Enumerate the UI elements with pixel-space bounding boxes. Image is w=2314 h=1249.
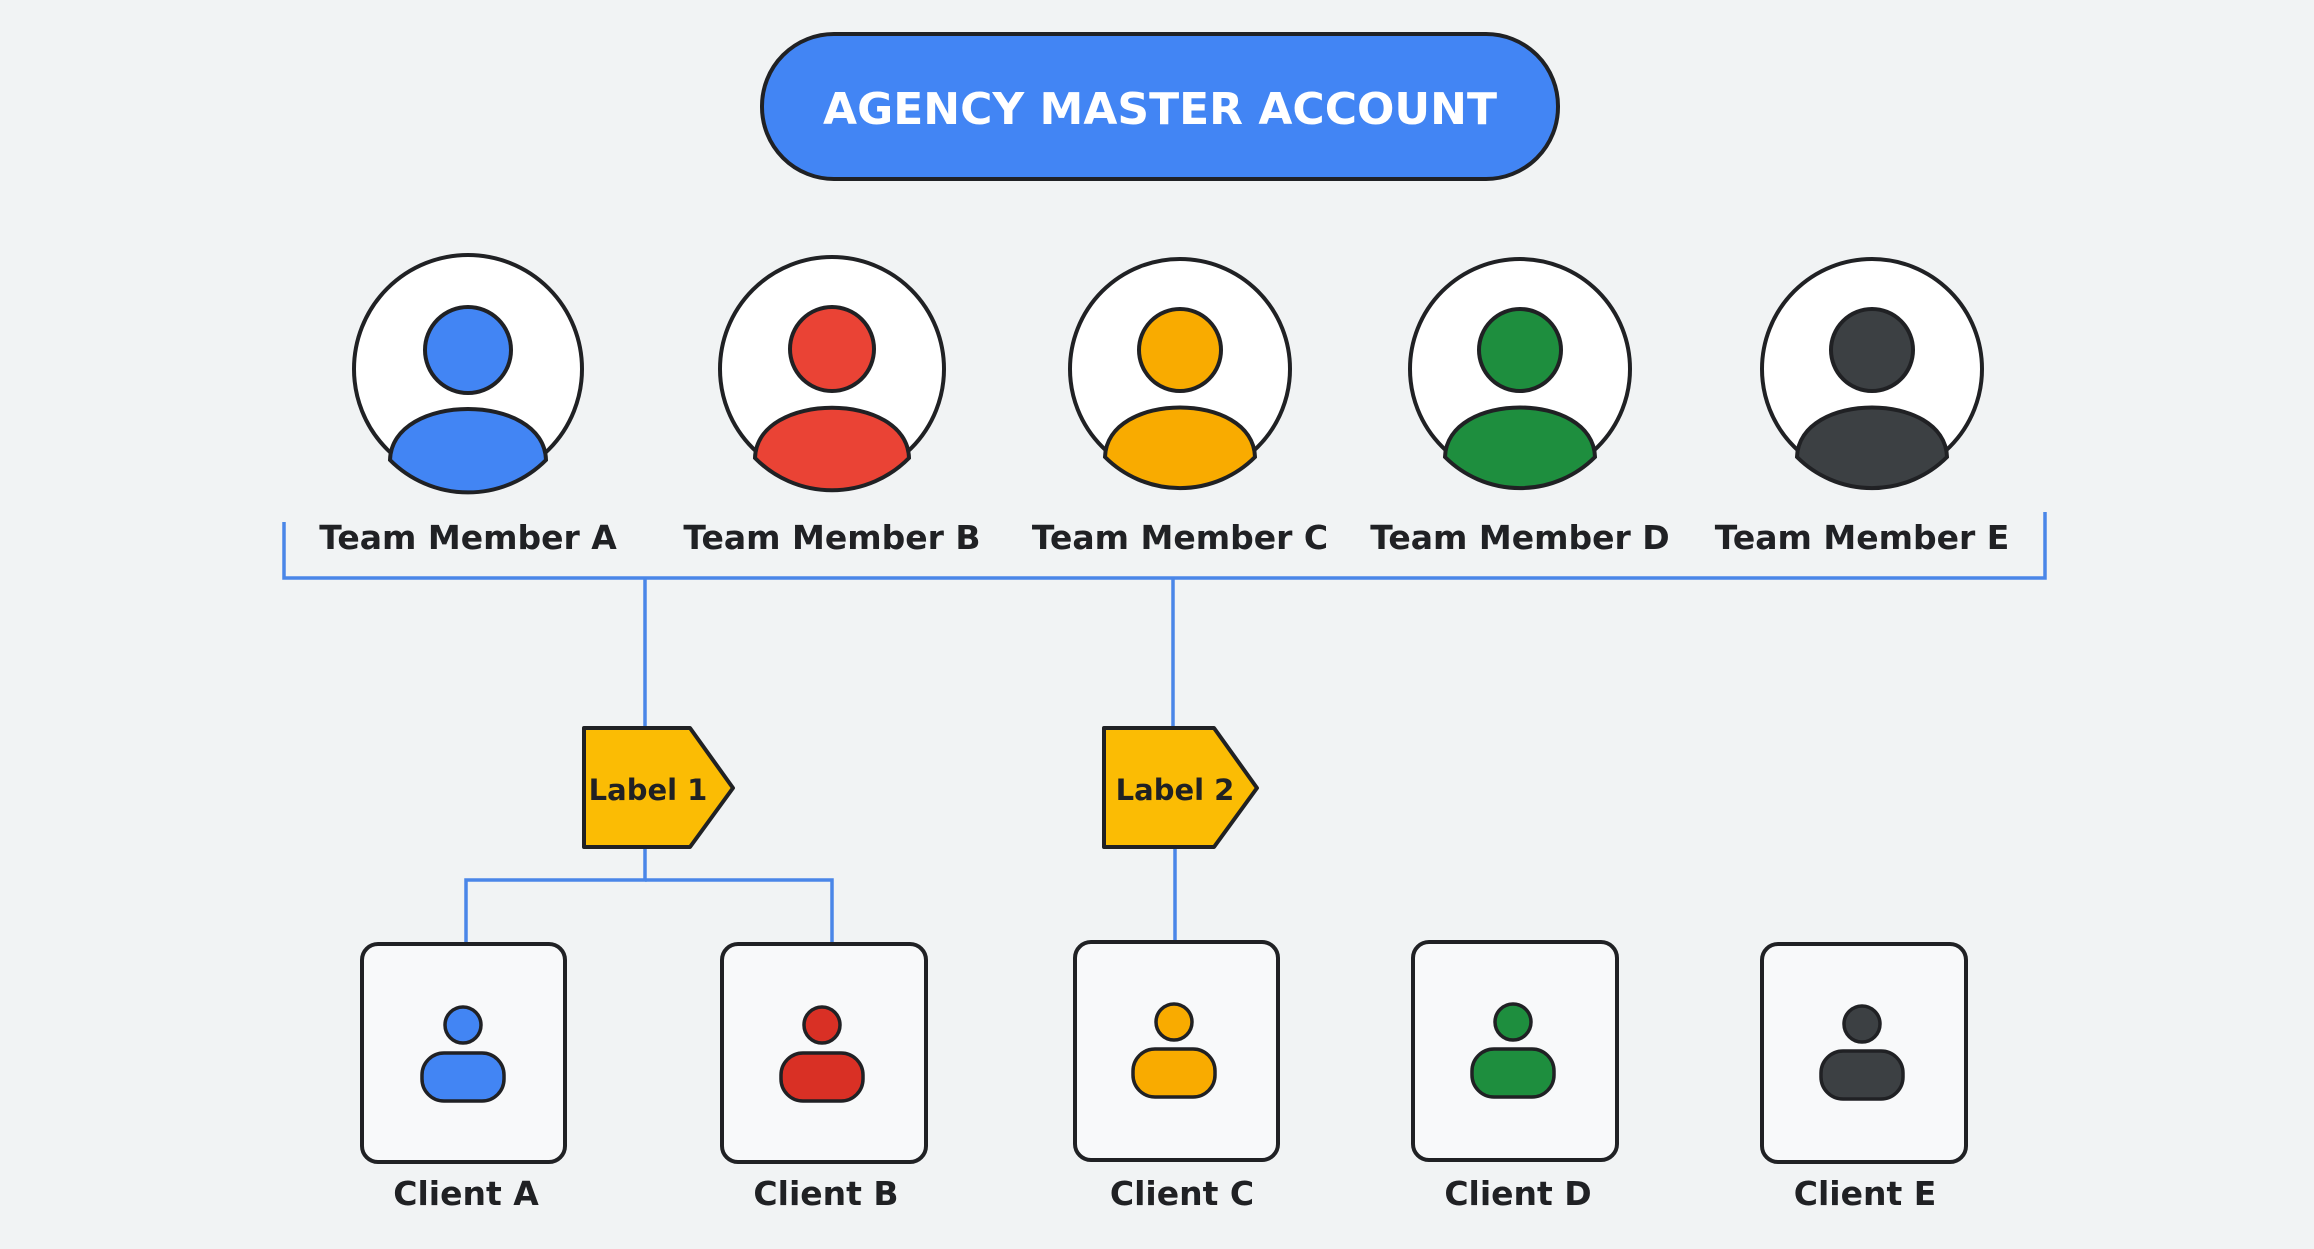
- team-member-avatar-icon: [1760, 257, 1984, 491]
- avatar-head: [1829, 307, 1915, 393]
- connector-lines: [282, 512, 2047, 942]
- client-icon-head: [1493, 1002, 1533, 1042]
- team-member-avatar-icon: [352, 253, 584, 495]
- label-tag-text: Label 1: [589, 773, 708, 807]
- avatar-body: [1102, 405, 1258, 491]
- avatar-head: [788, 305, 876, 393]
- team-member-label: Team Member A: [319, 518, 617, 557]
- avatar-body: [387, 407, 549, 495]
- client-person-icon: [1131, 1002, 1217, 1099]
- team-member-label: Team Member D: [1370, 518, 1669, 557]
- team-member-c: Team Member C: [1032, 257, 1328, 557]
- avatar-body: [1442, 405, 1598, 491]
- label-tag-shape: [582, 726, 735, 849]
- team-member-label: Team Member C: [1032, 518, 1328, 557]
- label-tag-text: Label 2: [1116, 773, 1235, 807]
- label-tag-shape: [1102, 726, 1259, 849]
- avatar-body: [1794, 405, 1950, 491]
- client-icon-head: [802, 1005, 842, 1045]
- connector-label-1-to-client-b: [645, 878, 834, 942]
- client-label: Client D: [1444, 1174, 1591, 1213]
- label-tag-1: Label 1: [582, 726, 735, 849]
- client-icon-body: [1819, 1049, 1905, 1101]
- team-member-e: Team Member E: [1715, 257, 2010, 557]
- client-label: Client E: [1794, 1174, 1937, 1213]
- client-person-icon: [420, 1005, 506, 1103]
- client-person-icon: [1819, 1004, 1905, 1101]
- label-tag-2: Label 2: [1102, 726, 1259, 849]
- client-a: Client A: [360, 942, 567, 1213]
- client-icon-body: [1131, 1047, 1217, 1099]
- client-label: Client B: [753, 1174, 898, 1213]
- avatar-body: [752, 405, 912, 493]
- team-member-label: Team Member B: [683, 518, 980, 557]
- client-person-icon: [1470, 1002, 1556, 1099]
- team-member-d: Team Member D: [1370, 257, 1670, 557]
- agency-master-account-node: AGENCY MASTER ACCOUNT: [760, 32, 1560, 181]
- client-d: Client D: [1411, 940, 1619, 1213]
- client-icon-body: [420, 1051, 506, 1103]
- connector-label-1-to-client-a: [464, 845, 647, 942]
- client-c: Client C: [1073, 940, 1280, 1213]
- client-icon-body: [1470, 1047, 1556, 1099]
- team-member-a: Team Member A: [319, 253, 617, 557]
- client-b: Client B: [720, 942, 928, 1213]
- client-label: Client C: [1110, 1174, 1254, 1213]
- avatar-head: [1137, 307, 1223, 393]
- client-person-icon: [779, 1005, 865, 1103]
- client-icon-head: [1842, 1004, 1882, 1044]
- team-bracket-line: [282, 512, 2047, 580]
- client-e: Client E: [1760, 942, 1968, 1213]
- team-member-b: Team Member B: [683, 255, 981, 557]
- agency-master-account-title: AGENCY MASTER ACCOUNT: [823, 84, 1497, 135]
- client-icon-head: [443, 1005, 483, 1045]
- team-member-avatar-icon: [718, 255, 946, 493]
- client-icon-body: [779, 1051, 865, 1103]
- team-member-label: Team Member E: [1715, 518, 2010, 557]
- client-icon-head: [1154, 1002, 1194, 1042]
- client-label: Client A: [393, 1174, 539, 1213]
- avatar-head: [423, 305, 513, 395]
- team-member-avatar-icon: [1408, 257, 1632, 491]
- agency-master-account-pill: [760, 32, 1560, 181]
- avatar-head: [1477, 307, 1563, 393]
- team-member-avatar-icon: [1068, 257, 1292, 491]
